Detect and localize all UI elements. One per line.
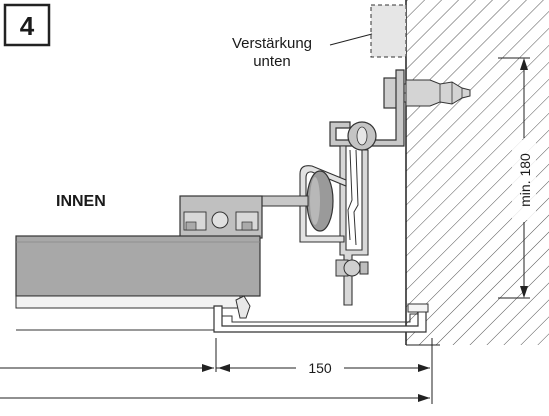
step-number-box: 4 bbox=[3, 3, 51, 47]
wall-dowel bbox=[405, 79, 471, 107]
width-dimension-label: 150 bbox=[308, 360, 332, 376]
reinforcement-label-line2: unten bbox=[253, 53, 291, 70]
height-dimension-label: min. 180 bbox=[517, 153, 533, 207]
bottom-clip bbox=[235, 295, 251, 319]
reinforcement-leader bbox=[329, 33, 373, 46]
bottom-channel bbox=[213, 303, 429, 333]
reinforcement-area bbox=[370, 4, 407, 58]
width-dimension: 150 bbox=[215, 338, 433, 404]
inside-label: INNEN bbox=[56, 193, 106, 210]
wall-bracket bbox=[329, 69, 405, 151]
step-number: 4 bbox=[20, 11, 35, 41]
vertical-rail bbox=[339, 145, 369, 306]
adjustment-knob bbox=[261, 170, 334, 232]
cabinet-panel bbox=[15, 235, 261, 331]
overall-dimension-lines bbox=[0, 364, 430, 402]
rail-adjustment-nut bbox=[335, 259, 369, 277]
adjustment-hook bbox=[299, 165, 347, 243]
height-dimension: min. 180 bbox=[498, 57, 536, 299]
reinforcement-label-line1: Verstärkung bbox=[232, 35, 312, 52]
cabinet-hanger bbox=[179, 195, 263, 239]
